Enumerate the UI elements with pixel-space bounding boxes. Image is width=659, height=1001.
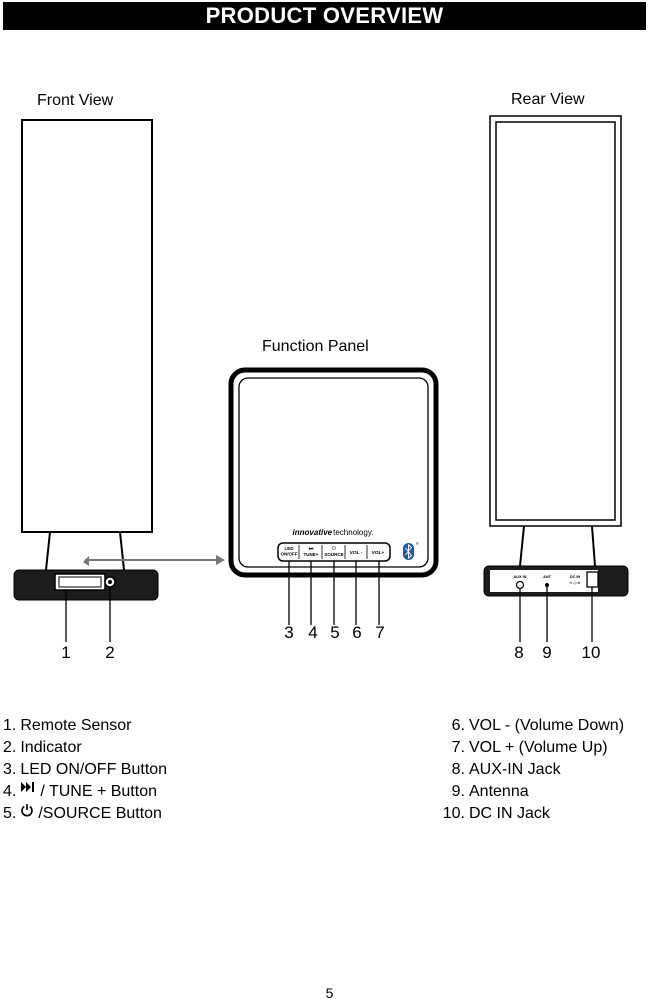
pointer-arrow (83, 555, 225, 566)
callout-4: 4 (308, 623, 318, 642)
front-view-label: Front View (37, 92, 114, 109)
svg-text:ON/OFF: ON/OFF (281, 552, 298, 557)
bluetooth-icon: ® (403, 542, 419, 560)
legend-left: 1.Remote Sensor 2.Indicator 3.LED ON/OFF… (3, 715, 167, 825)
rear-speaker: AUX IN ANT DC IN ⊖-◎-⊕ (483, 115, 629, 642)
dc-in-port-label: DC IN (570, 575, 581, 579)
antenna-port-label: ANT (543, 575, 551, 579)
function-panel: innovativetechnology. LED ON/OFF ⏭ TUNE+… (228, 367, 439, 625)
legend-item: 10.DC IN Jack (442, 805, 550, 822)
legend-item: 7.VOL + (Volume Up) (451, 739, 608, 756)
vol-down-button-label[interactable]: VOL - (350, 550, 363, 556)
vol-up-button-label[interactable]: VOL+ (372, 550, 385, 556)
power-icon: ⏻ (332, 546, 336, 552)
front-speaker-body (21, 119, 153, 533)
aux-in-jack (515, 580, 525, 590)
callout-1: 1 (61, 643, 71, 662)
led-button-label[interactable]: LED (285, 546, 295, 551)
svg-text:®: ® (416, 542, 419, 546)
callout-9: 9 (542, 643, 552, 662)
page-number: 5 (325, 985, 334, 1001)
rear-view-label: Rear View (511, 91, 585, 108)
source-button-label[interactable]: SOURCE (324, 552, 343, 557)
legend-item: 1.Remote Sensor (3, 717, 132, 734)
next-track-icon (21, 782, 35, 792)
next-track-icon: ⏭ (309, 546, 314, 552)
antenna-port (545, 583, 549, 587)
callout-10: 10 (581, 643, 601, 662)
callout-2: 2 (105, 643, 115, 662)
legend-item: 6.VOL - (Volume Down) (451, 717, 625, 734)
callout-3: 3 (284, 623, 294, 642)
legend-item: 8.AUX-IN Jack (451, 761, 561, 778)
power-icon (21, 804, 34, 817)
aux-in-port-label: AUX IN (514, 575, 527, 579)
svg-text:⊖-◎-⊕: ⊖-◎-⊕ (569, 581, 580, 585)
legend-item: 2.Indicator (3, 739, 82, 756)
tune-button-label[interactable]: TUNE+ (304, 552, 319, 557)
callout-7: 7 (375, 623, 385, 642)
product-diagram: innovativetechnology. LED ON/OFF ⏭ TUNE+… (13, 115, 629, 642)
brand-logo: innovativetechnology. (293, 528, 374, 537)
front-speaker (13, 119, 159, 642)
page-title: PRODUCT OVERVIEW (3, 2, 646, 30)
function-panel-label: Function Panel (262, 338, 369, 355)
legend-item: 9.Antenna (451, 783, 529, 800)
callout-6: 6 (352, 623, 362, 642)
dc-in-jack (586, 571, 599, 588)
legend-item: 4. / TUNE + Button (3, 782, 157, 800)
callout-8: 8 (514, 643, 524, 662)
legend-item: 5. /SOURCE Button (3, 804, 162, 822)
legend-right: 6.VOL - (Volume Down) 7.VOL + (Volume Up… (420, 715, 624, 825)
callout-5: 5 (330, 623, 340, 642)
legend-item: 3.LED ON/OFF Button (3, 761, 168, 778)
